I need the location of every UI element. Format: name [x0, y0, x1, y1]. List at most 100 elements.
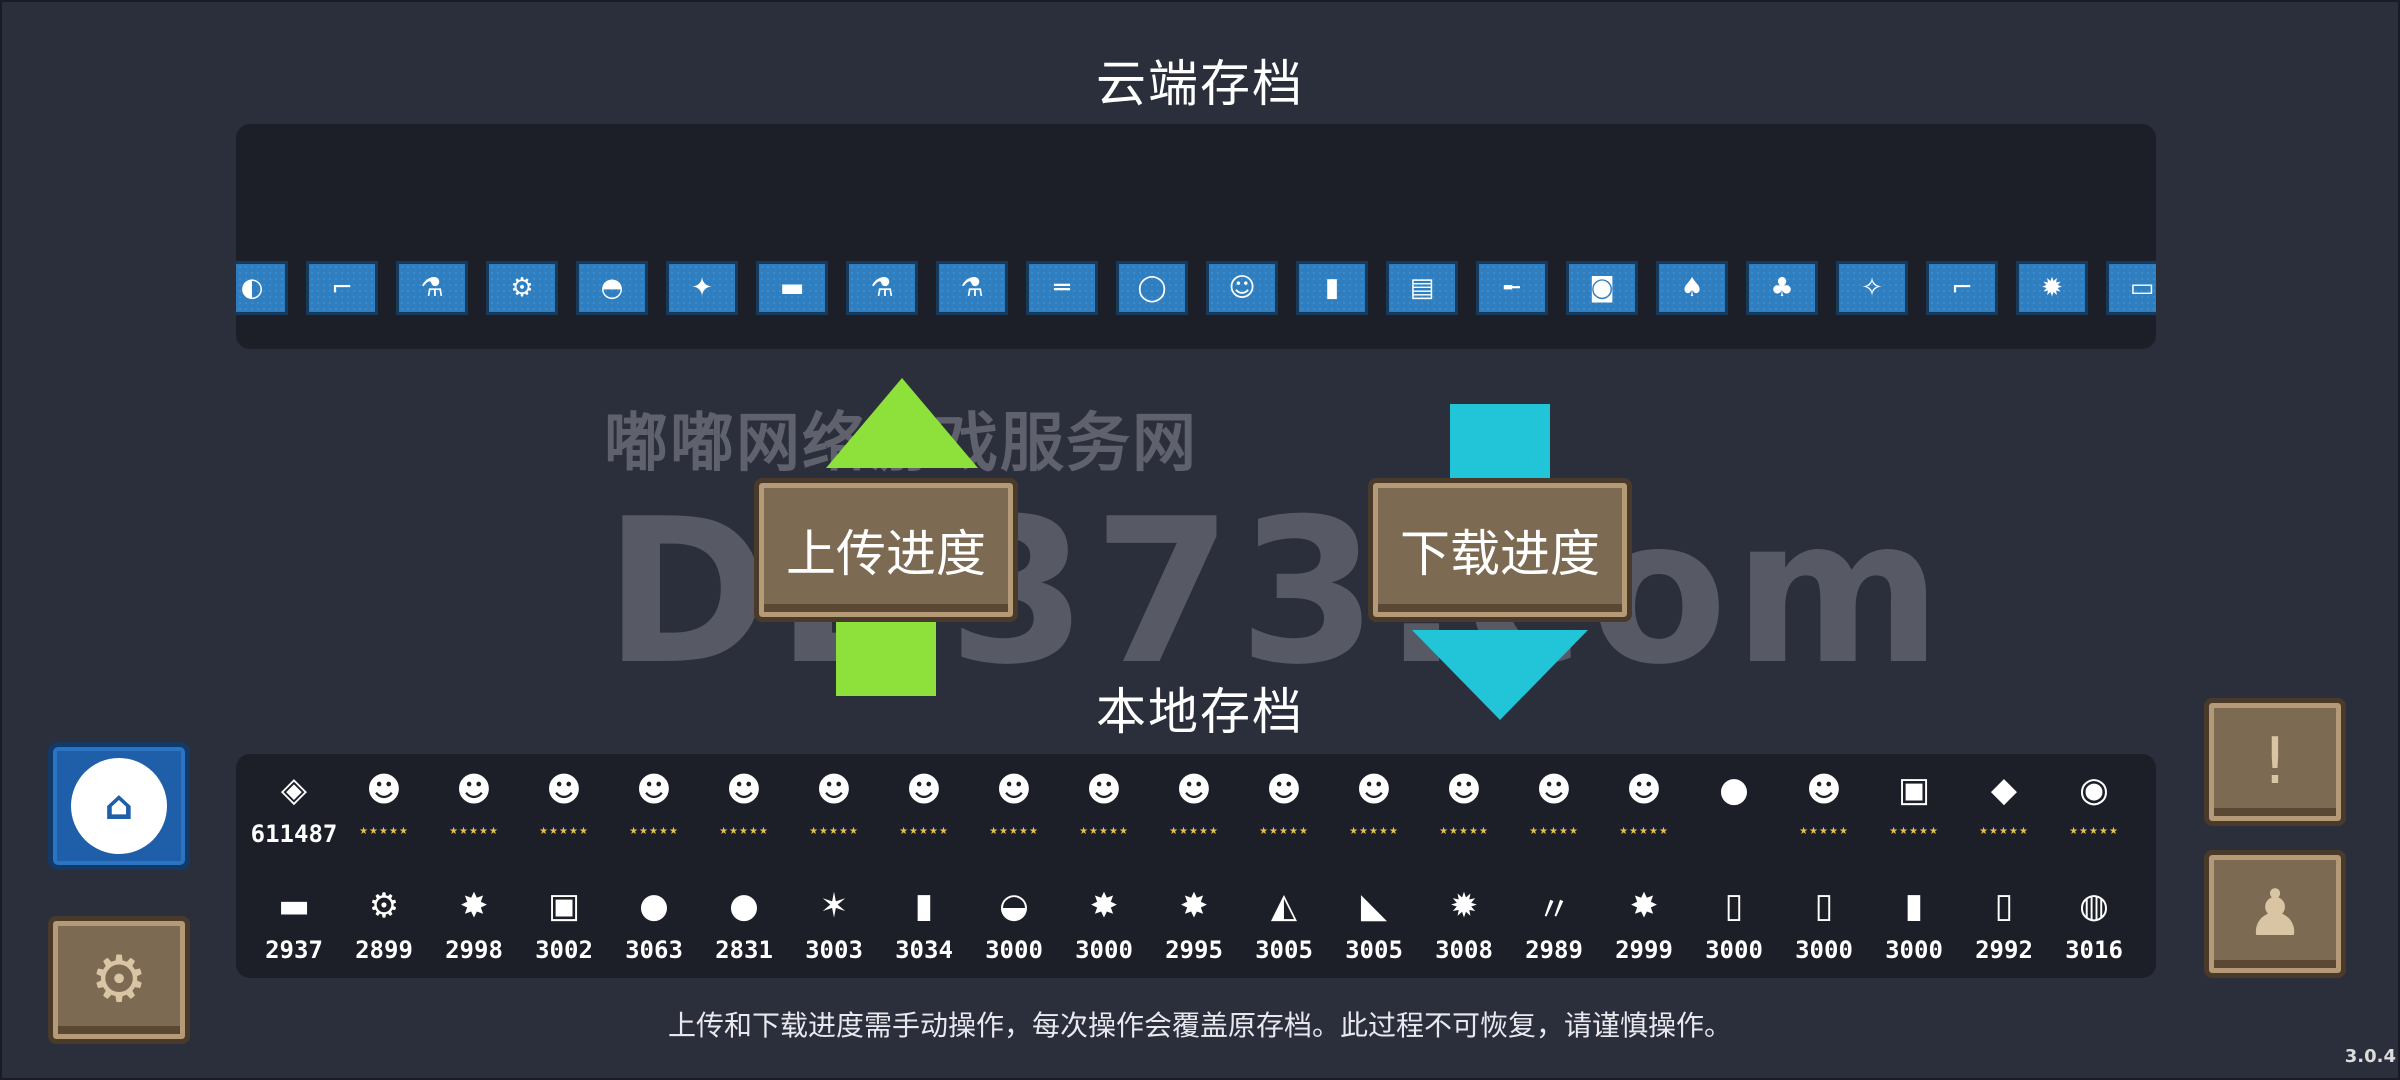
cloud-item-slot: ◓ [576, 261, 648, 315]
local-save-title: 本地存档 [1096, 683, 1304, 741]
material-count: 3000 [1075, 936, 1133, 964]
druid-icon: ☻ [1356, 770, 1392, 810]
material-count: 3008 [1435, 936, 1493, 964]
knight-icon: ☻ [366, 770, 402, 810]
purple-potion-icon: ⚗ [960, 273, 984, 303]
revolver-icon: ⌐ [1951, 273, 1973, 303]
explosion-icon: ✹ [2041, 273, 2063, 303]
mixed-ore-icon: ◭ [1270, 886, 1298, 926]
gem-icon: ◈ [280, 770, 308, 810]
chip-icon: ▣ [547, 886, 581, 926]
cloud-item-slot: ◙ [1566, 261, 1638, 315]
teal-crystal-icon: ✸ [1179, 886, 1209, 926]
hero-stars: ★★★★★ [1979, 826, 2029, 837]
material-count: 3034 [895, 936, 953, 964]
hero-cell: ☻★★★★★ [708, 754, 780, 848]
upload-progress-button[interactable]: 上传进度 [754, 478, 1018, 622]
cloud-item-slot: ⚗ [846, 261, 918, 315]
person-icon: ♟ [2246, 877, 2304, 951]
hero-cell: ☻★★★★★ [978, 754, 1050, 848]
warning-text: 上传和下载进度需手动操作，每次操作会覆盖原存档。此过程不可恢复，请谨慎操作。 [667, 1009, 1732, 1042]
material-count: 2831 [715, 936, 773, 964]
hero-stars: ★★★★★ [809, 826, 859, 837]
demon-icon: ☻ [1626, 770, 1662, 810]
exclamation-icon: ! [2262, 725, 2288, 799]
material-count: 3000 [1795, 936, 1853, 964]
profile-button[interactable]: ♟ [2204, 850, 2346, 978]
notice-button[interactable]: ! [2204, 698, 2346, 826]
hero-stars: ★★★★★ [1169, 826, 1219, 837]
scroll-icon: ▯ [1814, 886, 1834, 926]
shuriken-icon: ✦ [691, 273, 713, 303]
cloud-item-slot: ✹ [2016, 261, 2088, 315]
material-row: ▬2937⚙2899✸2998▣3002●3063●2831✶3003▮3034… [258, 870, 2130, 964]
material-cell: ▮3000 [1878, 870, 1950, 964]
cloud-item-slot: ♠ [1656, 261, 1728, 315]
battery-material-icon: ▮ [914, 886, 934, 926]
material-count: 2899 [355, 936, 413, 964]
material-cell: ●3063 [618, 870, 690, 964]
elf-icon: ☻ [1086, 770, 1122, 810]
hero-cell: ☻★★★★★ [618, 754, 690, 848]
assassin-icon: ☻ [636, 770, 672, 810]
fire-crystal-icon: ✹ [1449, 886, 1479, 926]
gear-icon: ⚙ [90, 943, 148, 1017]
hero-cell: ☻★★★★★ [1428, 754, 1500, 848]
cloud-item-slot: ⌐ [306, 261, 378, 315]
material-count: 3003 [805, 936, 863, 964]
berserker-icon: ☻ [1446, 770, 1482, 810]
hero-cell: ☻ ★★★★★ [1158, 754, 1230, 848]
material-cell: ✸2999 [1608, 870, 1680, 964]
material-cell: ◣3005 [1338, 870, 1410, 964]
cloud-item-slot: ╾ [1476, 261, 1548, 315]
cloud-item-slot: ⚗ [396, 261, 468, 315]
witch-icon: ☻ [546, 770, 582, 810]
material-count: 2937 [265, 936, 323, 964]
upload-arrow-icon [826, 378, 978, 468]
robot-icon: ⚙ [510, 273, 534, 303]
material-count: 3063 [625, 936, 683, 964]
hero-stars: ★★★★★ [1799, 826, 1849, 837]
hero-stars: ★★★★★ [1259, 826, 1309, 837]
hero-cell: ☻★★★★★ [1788, 754, 1860, 848]
settings-button[interactable]: ⚙ [48, 916, 190, 1044]
hero-stars: ★★★★★ [2069, 826, 2119, 837]
vampire-icon: ☻ [906, 770, 942, 810]
hero-cell: ☻★★★★★ [438, 754, 510, 848]
shotgun-icon: ╾ [1504, 273, 1520, 303]
dark-crystal-icon: ✸ [1629, 886, 1659, 926]
scroll-item-icon: ◆ [1990, 770, 2018, 810]
card-icon: ▮ [1904, 886, 1924, 926]
material-count: 2989 [1525, 936, 1583, 964]
hero-cell: ☻ ★★★★★ [528, 754, 600, 848]
material-cell: ✹ 3008 [1428, 870, 1500, 964]
priest-icon: ☻ [1266, 770, 1302, 810]
hero-cell: ▣★★★★★ [1878, 754, 1950, 848]
paladin-icon: ☻ [996, 770, 1032, 810]
dragon-icon: ♣ [1770, 273, 1794, 303]
owl-mask-icon: ☺ [1228, 273, 1256, 303]
fish-orb-icon: ◍ [2079, 886, 2109, 926]
werewolf-icon: ☻ [1176, 770, 1212, 810]
red-blaster-icon: ▬ [779, 273, 805, 303]
cloud-item-slot: ▭ [2106, 261, 2156, 315]
cloud-item-slot: ✦ [666, 261, 738, 315]
download-arrow-head [1412, 630, 1588, 720]
cloud-item-slot: ✧ [1836, 261, 1908, 315]
cloud-item-slot: ⚙ [486, 261, 558, 315]
league-button[interactable]: ⌂ [48, 742, 190, 870]
hero-cell: ● [1698, 754, 1770, 848]
hero-stars: ★★★★★ [1619, 826, 1669, 837]
hero-stars: ★★★★★ [1079, 826, 1129, 837]
material-cell: 〃2989 [1518, 870, 1590, 965]
download-progress-button[interactable]: 下载进度 [1368, 478, 1632, 622]
cloud-item-slot: ☺ [1206, 261, 1278, 315]
cloud-item-slot: ◐ [236, 261, 288, 315]
locked-hero-icon: ● [1719, 770, 1749, 810]
cloud-item-slot: ▤ [1386, 261, 1458, 315]
material-cell: ▯ 3000 [1788, 870, 1860, 964]
material-cell: ✶3003 [798, 870, 870, 964]
hero-stars: ★★★★★ [539, 826, 589, 837]
material-cell: ◭3005 [1248, 870, 1320, 964]
